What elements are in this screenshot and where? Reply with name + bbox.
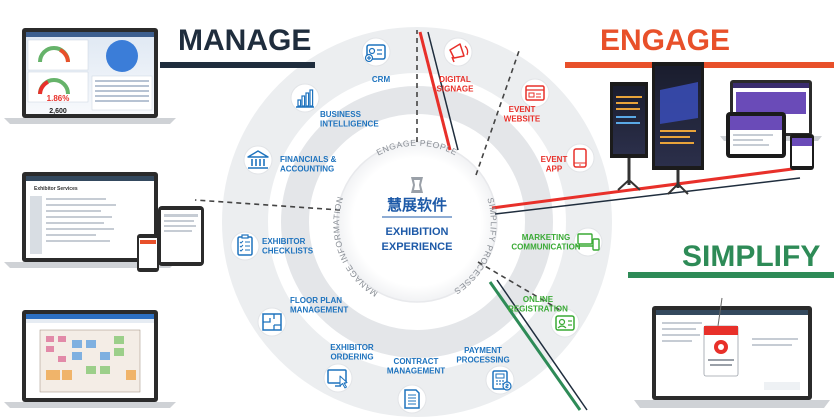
laptop-services: Exhibitor Services xyxy=(4,172,204,272)
logo-emblem-icon xyxy=(411,177,423,193)
floor-plan-icon xyxy=(257,307,287,337)
laptop-dashboard: 1.86% 2,600 xyxy=(4,28,176,124)
stripe-dark-bottom xyxy=(496,279,588,411)
accent-stripes xyxy=(418,31,801,411)
stripe-green-bottom xyxy=(488,281,582,411)
laptop-dashboard-base xyxy=(4,118,176,124)
tablet-icon xyxy=(565,143,595,173)
separator-bottom-right xyxy=(477,261,566,314)
browser-icon xyxy=(520,78,550,108)
bank-icon xyxy=(243,145,273,175)
center-content: 慧展软件 EXHIBITION EXPERIENCE xyxy=(382,177,453,253)
simplify-title: SIMPLIFY xyxy=(682,240,820,273)
stripe-red-top xyxy=(418,31,452,151)
event-tablet xyxy=(726,112,786,158)
manage-bar xyxy=(160,62,315,68)
checklist-icon xyxy=(230,231,260,261)
separator-top-right xyxy=(475,47,521,176)
cursor-screen-icon xyxy=(323,363,353,393)
center-line1: EXHIBITION xyxy=(386,226,449,238)
node-financials: FINANCIALS &ACCOUNTING xyxy=(243,145,337,175)
stripe-dark-right xyxy=(494,177,801,215)
inner-ring xyxy=(281,86,553,358)
engage-banner: ENGAGE xyxy=(565,24,834,68)
dashed-separators xyxy=(194,30,566,314)
simplify-bar xyxy=(628,272,834,278)
laptop-floorplan xyxy=(4,310,176,408)
center-logo-cn: 慧展软件 xyxy=(387,196,447,214)
bar-chart-icon xyxy=(290,83,320,113)
event-phone xyxy=(790,134,814,170)
stripe-dark-top xyxy=(427,31,459,151)
kpi-value: 2,600 xyxy=(49,108,67,115)
laptop-floorplan-base xyxy=(4,402,176,408)
lanyard-clip xyxy=(717,297,723,327)
center-line2: EXPERIENCE xyxy=(382,241,453,253)
manage-banner: MANAGE xyxy=(160,24,315,68)
label-financials: FINANCIALS &ACCOUNTING xyxy=(280,155,337,174)
services-title: Exhibitor Services xyxy=(34,186,78,192)
simplify-banner: SIMPLIFY xyxy=(628,240,834,278)
engage-title: ENGAGE xyxy=(600,24,730,57)
stripe-red-right xyxy=(491,166,801,210)
pie-chart-icon xyxy=(106,40,138,72)
floor-plan-map xyxy=(39,329,141,393)
badge-icon xyxy=(550,308,580,338)
manage-title: MANAGE xyxy=(178,24,311,57)
calculator-icon xyxy=(485,365,515,395)
laptop-services-base xyxy=(4,262,176,268)
label-crm: CRM xyxy=(372,75,391,84)
kpi-percent: 1.86% xyxy=(47,94,70,103)
node-crm: CRM xyxy=(361,37,391,84)
document-icon xyxy=(397,384,427,414)
id-card-icon xyxy=(361,37,391,67)
devices-icon xyxy=(573,227,603,257)
registration-laptop xyxy=(634,297,830,408)
signage-kiosks xyxy=(610,62,704,195)
megaphone-icon xyxy=(443,37,473,67)
separator-left xyxy=(194,199,341,211)
